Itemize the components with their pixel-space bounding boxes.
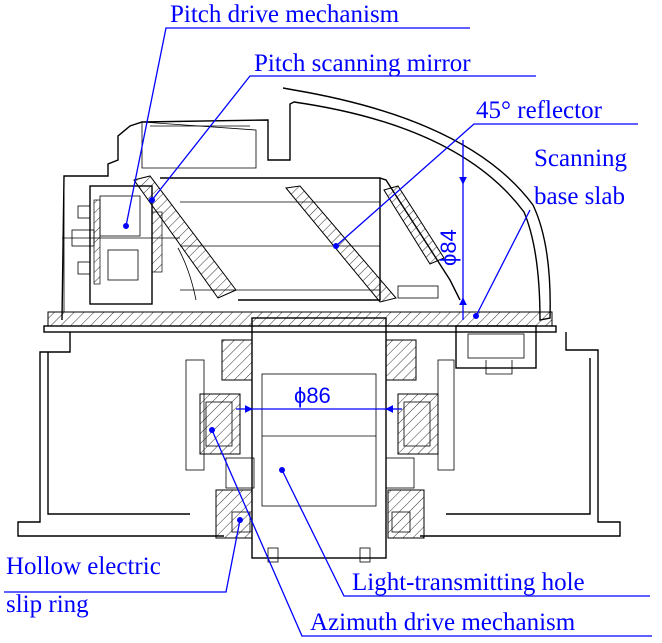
label-azimuth: Azimuth drive mechanism [310,609,576,636]
label-hollow-1: Hollow electric [6,553,161,580]
label-reflector: 45° reflector [476,97,603,124]
left-bearing-stack [199,339,255,539]
label-light-hole: Light-transmitting hole [352,569,585,596]
label-pitch-drive: Pitch drive mechanism [170,1,400,28]
d84-label: ϕ84 [436,229,461,266]
dimension-d84: ϕ84 [436,140,467,320]
right-bearing-stack [385,339,439,539]
dome-housing [61,87,551,321]
d86-label: ϕ86 [294,383,331,408]
leader-lines [4,27,652,637]
scan-base-slab [43,311,557,375]
lower-housing [17,332,621,537]
reflector-body [285,177,461,303]
cross-section-drawing [17,87,621,563]
dimension-d86: ϕ86 [236,383,402,413]
light-tube [251,317,387,563]
label-hollow-2: slip ring [6,591,89,618]
label-pitch-mirror: Pitch scanning mirror [254,50,471,77]
label-scan-base-2: base slab [534,183,625,210]
annotation-labels: Pitch drive mechanism Pitch scanning mir… [6,1,628,636]
label-scan-base-1: Scanning [534,145,628,172]
